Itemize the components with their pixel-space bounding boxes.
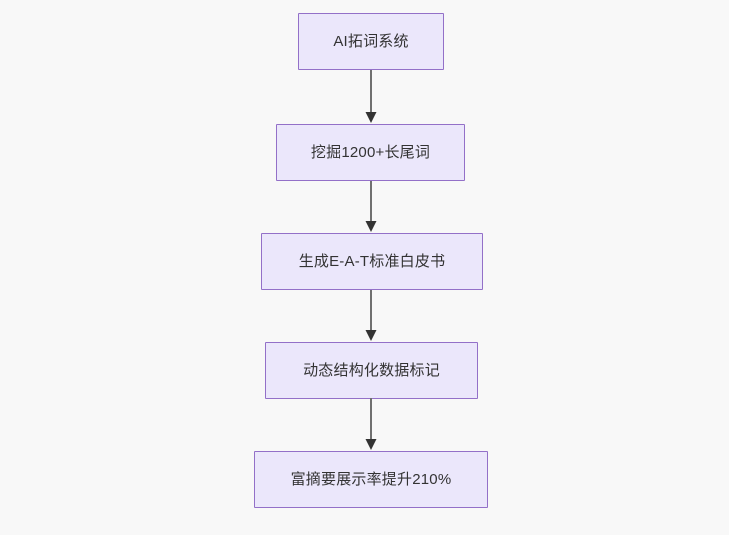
flow-node-dynamic-structured-data-markup[interactable]: 动态结构化数据标记 (265, 342, 478, 399)
flow-connector-arrow (359, 290, 383, 342)
flow-node-label: AI拓词系统 (333, 32, 409, 50)
flow-connector-arrow (359, 181, 383, 233)
flow-node-generate-eat-whitepaper[interactable]: 生成E-A-T标准白皮书 (261, 233, 483, 290)
flow-connector-arrow (359, 70, 383, 124)
flow-node-label: 生成E-A-T标准白皮书 (298, 252, 446, 270)
flow-node-rich-snippet-impression-lift[interactable]: 富摘要展示率提升210% (254, 451, 488, 508)
flow-connector-arrow (359, 398, 383, 451)
flow-node-mine-longtail-keywords[interactable]: 挖掘1200+长尾词 (276, 124, 465, 181)
flow-node-label: 挖掘1200+长尾词 (310, 143, 431, 161)
flow-node-label: 动态结构化数据标记 (303, 361, 440, 379)
flow-node-ai-keyword-system[interactable]: AI拓词系统 (298, 13, 444, 70)
flow-node-label: 富摘要展示率提升210% (290, 470, 452, 488)
